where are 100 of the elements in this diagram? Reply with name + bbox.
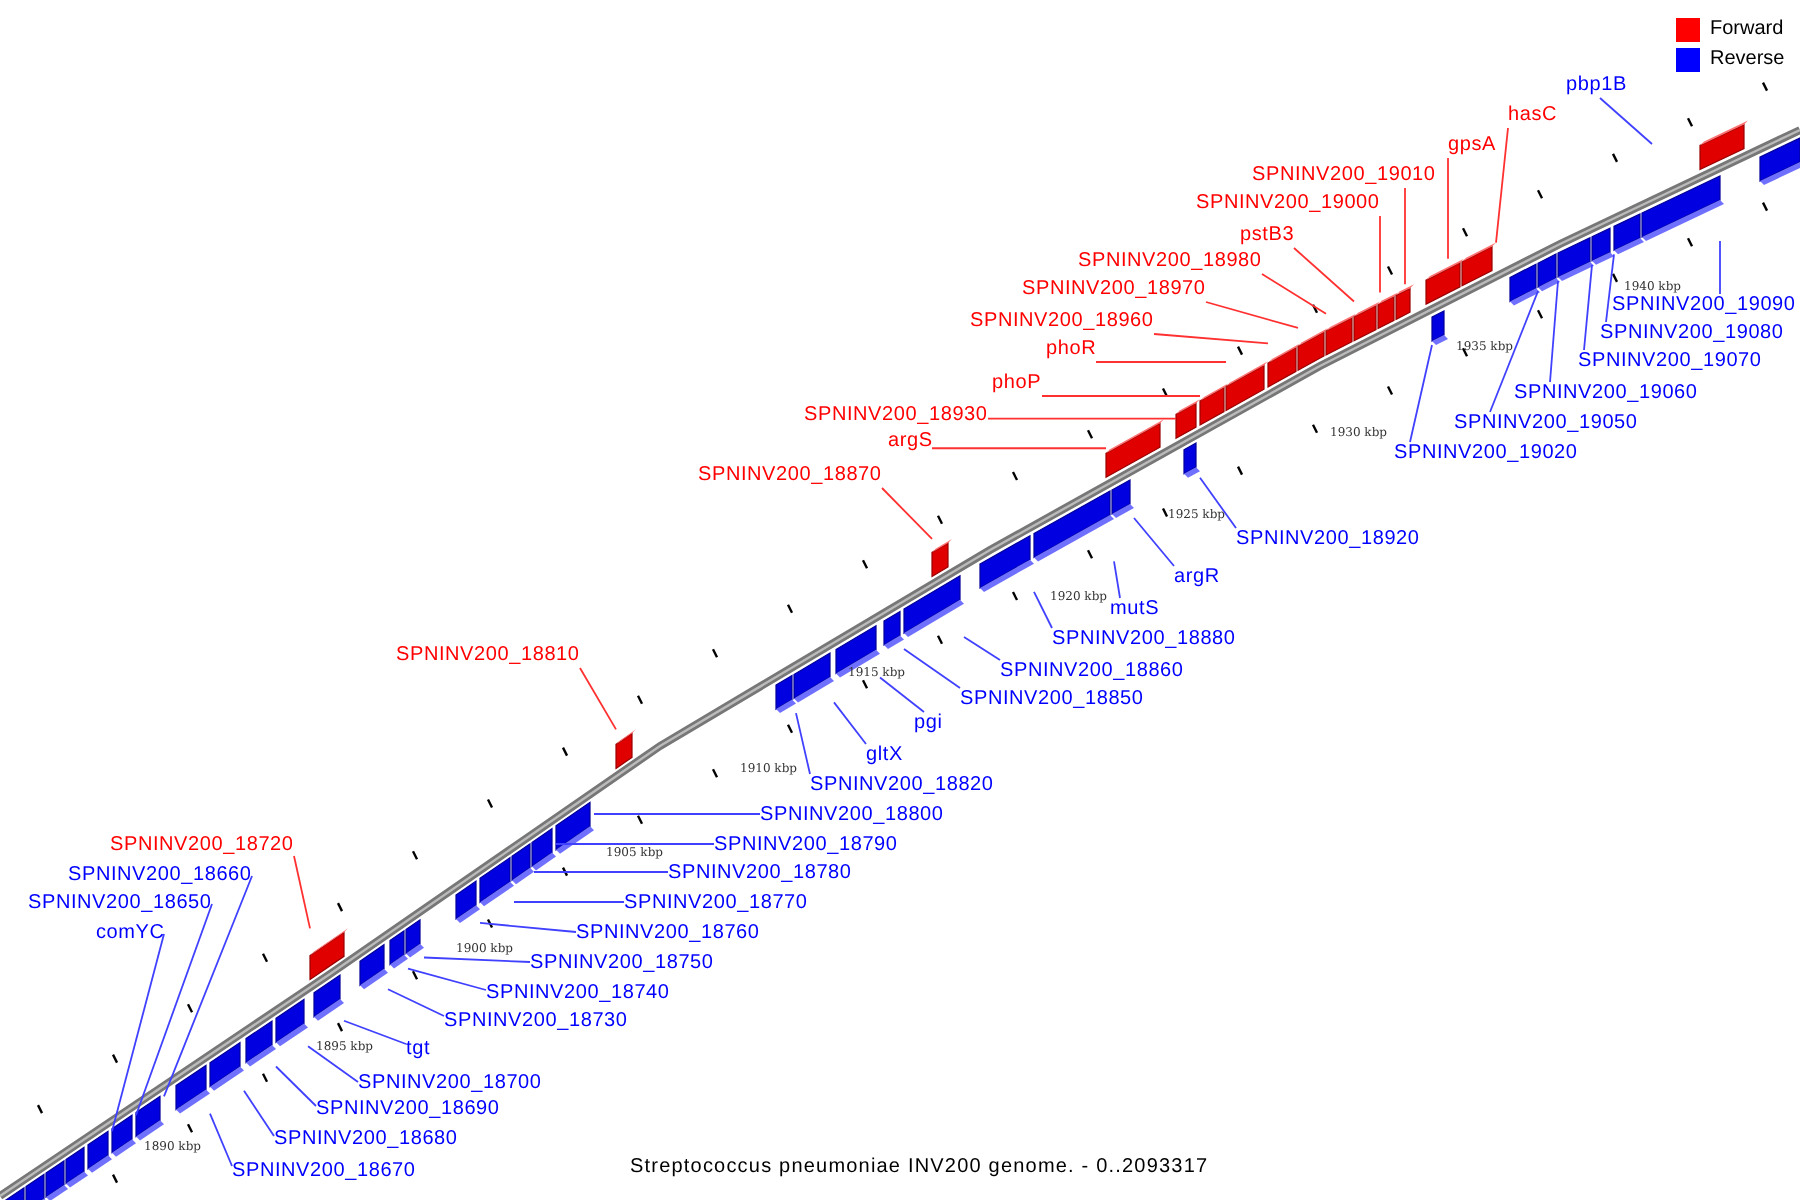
leader-line [407, 967, 487, 991]
gene-label: argR [1174, 566, 1220, 590]
gene-label: SPNINV200_18720 [110, 834, 294, 858]
gene-block [1183, 442, 1200, 478]
gene-block [775, 674, 796, 714]
gene-block [531, 827, 556, 871]
leader-line [479, 922, 577, 933]
gene-label: pstB3 [1240, 224, 1295, 248]
gene-block [175, 1064, 210, 1114]
leader-line [1113, 560, 1121, 599]
gene-block [45, 1159, 68, 1200]
gene-label: SPNINV200_18870 [698, 464, 882, 488]
leader-line [1153, 333, 1269, 345]
gene-block [1759, 137, 1800, 185]
leader-line [1293, 247, 1355, 303]
leader-line [1095, 361, 1227, 363]
gene-label: SPNINV200_18670 [232, 1160, 416, 1184]
gene-block [1105, 419, 1164, 479]
gene-block [1325, 313, 1356, 356]
gene-block [1431, 310, 1448, 346]
leader-line [533, 871, 669, 873]
gene-label: SPNINV200_18800 [760, 804, 944, 828]
leader-line [881, 487, 933, 540]
gene-label: pgi [914, 712, 943, 736]
legend-label: Reverse [1710, 48, 1785, 72]
gene-label: SPNINV200_18770 [624, 892, 808, 916]
gene-label: SPNINV200_19050 [1454, 412, 1638, 436]
gene-label: SPNINV200_18740 [486, 982, 670, 1006]
leader-line [209, 1112, 233, 1167]
gene-block [405, 918, 424, 958]
gene-label: SPNINV200_18750 [530, 952, 714, 976]
gene-label: tgt [406, 1038, 431, 1062]
leader-line [1261, 273, 1327, 315]
gene-label: SPNINV200_18730 [444, 1010, 628, 1034]
leader-line [243, 1089, 275, 1137]
gene-block [883, 610, 904, 649]
leader-line [1033, 591, 1053, 629]
gene-block [835, 624, 880, 678]
gene-block [1591, 227, 1614, 265]
gene-block [1641, 175, 1724, 242]
leader-line [1719, 240, 1721, 295]
gene-label: SPNINV200_18880 [1052, 628, 1236, 652]
gene-label: SPNINV200_18810 [396, 644, 580, 668]
gene-block [275, 998, 308, 1047]
leader-line [111, 933, 165, 1133]
gene-block [1111, 478, 1134, 518]
gene-block [511, 842, 534, 885]
leader-line [1583, 263, 1593, 351]
gene-block [65, 1146, 88, 1188]
gene-block [1377, 292, 1398, 330]
leader-line [293, 855, 311, 930]
gene-label: SPNINV200_19090 [1612, 294, 1796, 318]
leader-line [135, 903, 213, 1117]
leader-line [903, 648, 961, 689]
gene-label: gpsA [1448, 134, 1496, 158]
leader-line [1447, 157, 1449, 260]
leader-line [931, 447, 1107, 450]
gene-label: pbp1B [1566, 74, 1627, 98]
gene-block [135, 1095, 164, 1141]
gene-block [1699, 120, 1748, 171]
gene-block [615, 729, 636, 770]
leader-line [1549, 280, 1559, 383]
leader-line [963, 636, 1001, 661]
leader-line [987, 417, 1177, 420]
gene-block [1267, 343, 1300, 388]
gene-block [313, 973, 344, 1021]
leader-line [833, 701, 867, 745]
gene-label: SPNINV200_18970 [1022, 278, 1206, 302]
leader-line [163, 875, 253, 1098]
gene-label: SPNINV200_18790 [714, 834, 898, 858]
gene-block [1297, 327, 1328, 372]
leader-line [1199, 476, 1237, 529]
leader-line [1205, 301, 1299, 329]
leader-line [307, 1045, 359, 1083]
leader-line [513, 901, 625, 903]
leader-line [1409, 344, 1433, 443]
gene-block [1613, 213, 1644, 255]
gene-block [389, 929, 408, 969]
leader-line [343, 1019, 407, 1045]
gene-label: SPNINV200_18960 [970, 310, 1154, 334]
gene-block [931, 538, 952, 578]
leader-line [555, 843, 715, 845]
gene-block [209, 1041, 244, 1091]
leader-line [1133, 517, 1175, 567]
caption: Streptococcus pneumoniae INV200 genome. - 0..2093317 [630, 1156, 1209, 1180]
gene-label: phoR [1046, 338, 1097, 362]
gene-block [903, 574, 964, 638]
leader-line [387, 988, 445, 1017]
gene-label: SPNINV200_18700 [358, 1072, 542, 1096]
gene-block [1395, 284, 1414, 321]
gene-block [979, 534, 1034, 592]
gene-label: SPNINV200_19080 [1600, 322, 1784, 346]
gene-label: SPNINV200_19070 [1578, 350, 1762, 374]
leader-line [1489, 290, 1539, 413]
gene-block [455, 880, 480, 923]
leader-line [1605, 253, 1615, 323]
leader-line [593, 813, 761, 815]
gene-block [1537, 253, 1560, 292]
gene-label: SPNINV200_18930 [804, 404, 988, 428]
leader-line [1495, 127, 1509, 244]
